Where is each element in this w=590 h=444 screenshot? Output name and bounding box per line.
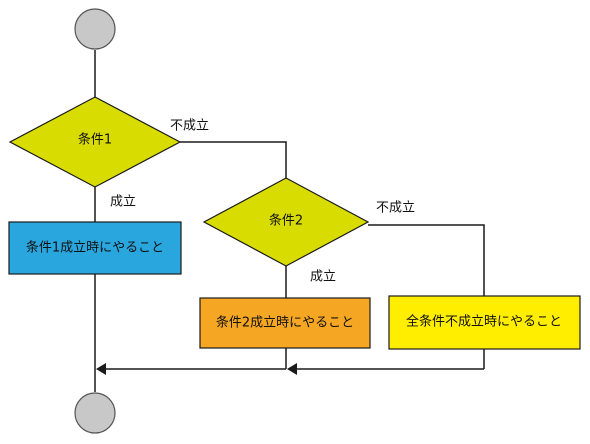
action-1-box [8,221,182,275]
condition-2-diamond [202,177,370,267]
action-1-label: 条件1成立時にやること [26,240,164,256]
start-node [74,8,116,50]
condition-2-node: 条件2 [202,177,370,267]
action-3-box [388,295,581,350]
end-node [74,392,116,434]
edge-cond2-no [368,224,485,296]
condition-1-label: 条件1 [78,132,112,148]
arrowhead-merge [287,363,297,375]
action-3-label: 全条件不成立時にやること [406,314,562,330]
condition-1-node: 条件1 [8,96,182,188]
connectors [94,50,485,392]
condition-2-label: 条件2 [269,213,303,229]
action-3-node: 全条件不成立時にやること [388,295,581,350]
action-2-node: 条件2成立時にやること [199,297,371,349]
action-1-node: 条件1成立時にやること [8,221,182,275]
action-2-label: 条件2成立時にやること [216,315,354,331]
action-2-box [199,297,371,349]
condition-1-diamond [8,96,182,188]
edge-label-cond2-no: 不成立 [376,201,415,216]
edge-cond1-no [180,141,287,178]
edge-label-cond1-yes: 成立 [110,195,136,210]
edge-label-cond2-yes: 成立 [310,270,336,285]
edge-label-cond1-no: 不成立 [170,119,209,134]
arrowhead-main [96,363,106,375]
